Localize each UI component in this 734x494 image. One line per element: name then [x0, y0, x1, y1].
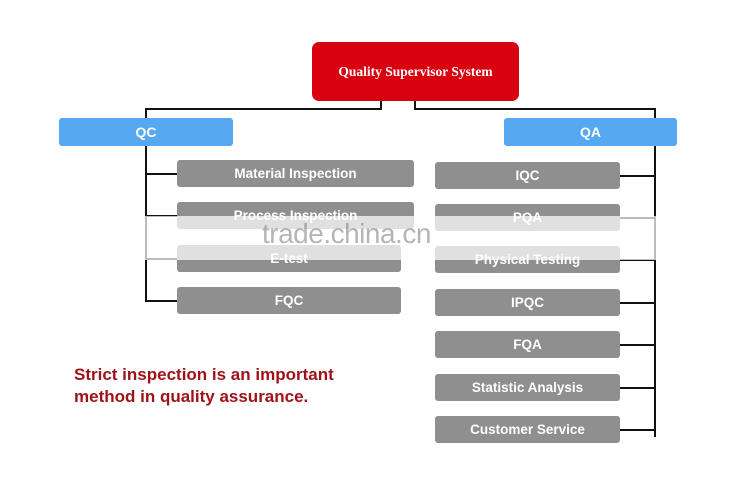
qa-item-iqc: IQC	[435, 162, 620, 189]
watermark-text: trade.china.cn	[262, 218, 431, 249]
connector-qa-drop	[654, 108, 656, 118]
qa-branch-1	[620, 175, 656, 177]
qa-branch-5	[620, 344, 656, 346]
qc-item-material-inspection: Material Inspection	[177, 160, 414, 187]
qc-branch-4	[145, 300, 177, 302]
connector-root-right-down	[414, 100, 416, 110]
qa-item-ipqc: IPQC	[435, 289, 620, 316]
qa-node: QA	[504, 118, 677, 146]
watermark-band	[0, 216, 734, 260]
qa-trunk	[654, 146, 656, 437]
root-node: Quality Supervisor System	[312, 42, 519, 101]
qc-branch-1	[145, 173, 177, 175]
qa-branch-4	[620, 302, 656, 304]
note-text: Strict inspection is an important method…	[74, 365, 334, 406]
connector-root-left-down	[380, 100, 382, 110]
qa-item-statistic-analysis: Statistic Analysis	[435, 374, 620, 401]
qa-branch-6	[620, 387, 656, 389]
connector-qa-horizontal	[414, 108, 656, 110]
connector-qc-drop	[145, 108, 147, 118]
qa-branch-3	[620, 259, 656, 261]
qc-node: QC	[59, 118, 233, 146]
qa-item-customer-service: Customer Service	[435, 416, 620, 443]
qa-item-fqa: FQA	[435, 331, 620, 358]
connector-qc-horizontal	[145, 108, 382, 110]
qc-item-fqc: FQC	[177, 287, 401, 314]
qa-branch-7	[620, 429, 656, 431]
